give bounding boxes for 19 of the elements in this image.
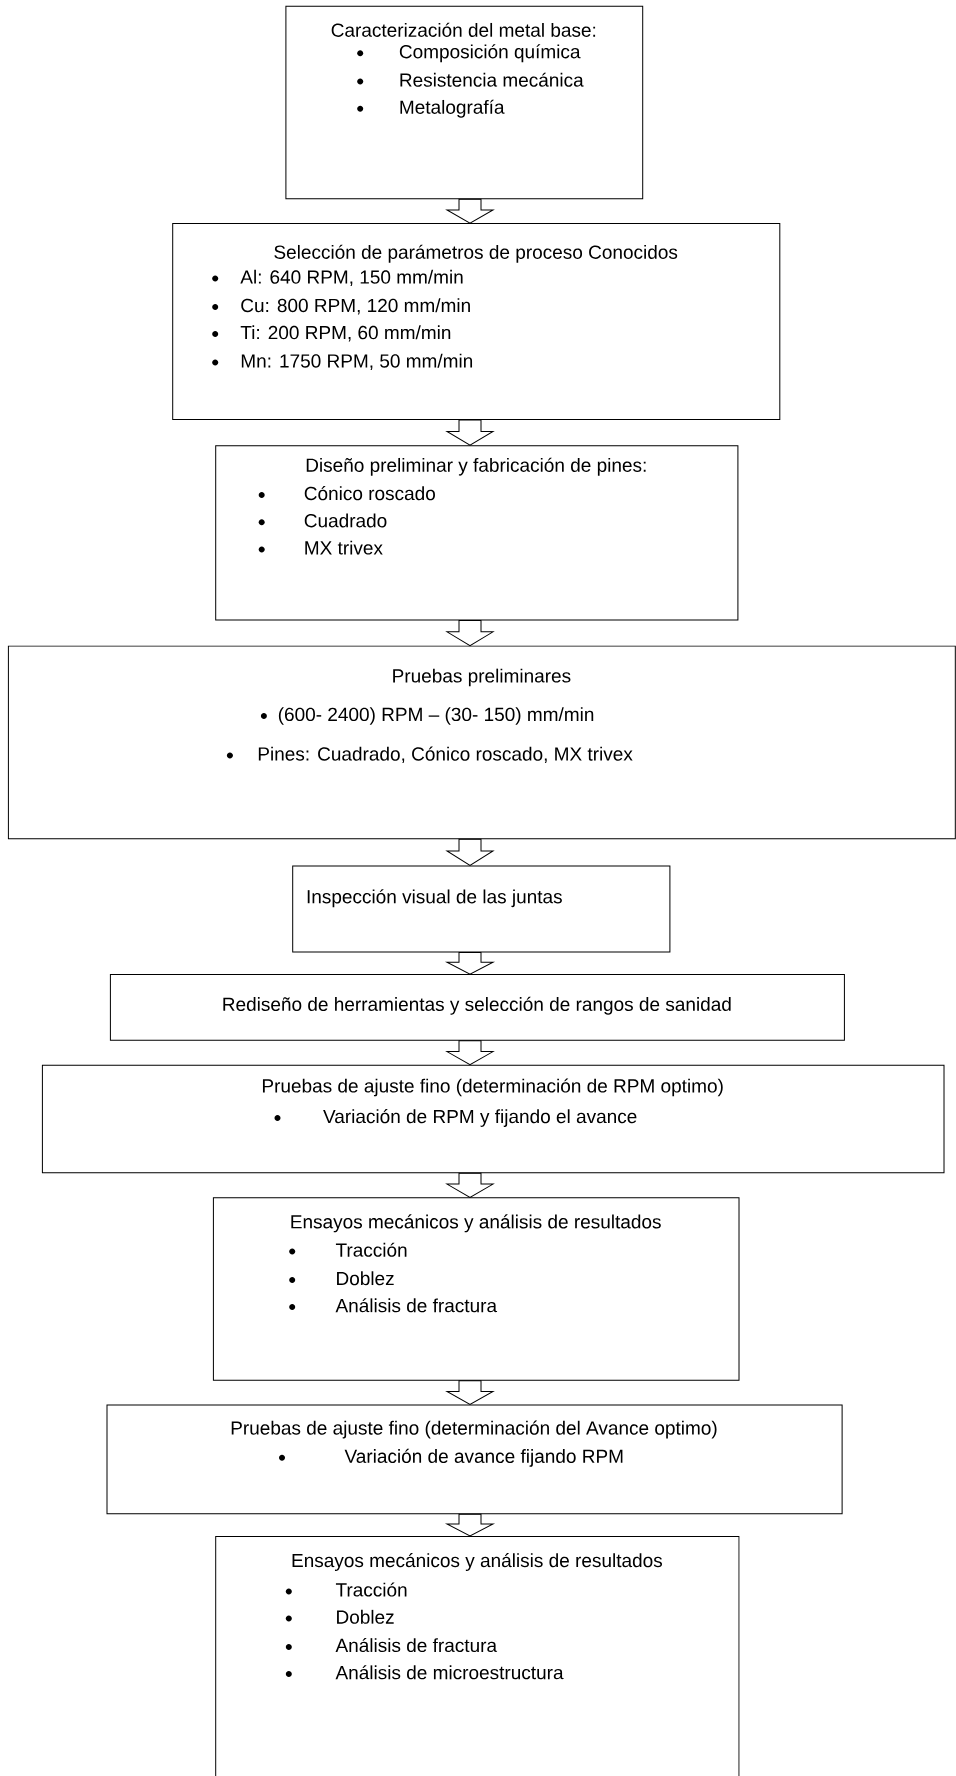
block-arrow [446,419,494,446]
process-box: Pruebas de ajuste fino (determinación del Avance optimo) Variación de avance fijando RPM [106,1404,843,1515]
block-arrow [446,838,494,866]
block-arrow [446,1172,494,1198]
process-box: Ensayos mecánicos y análisis de resultados Tracción Doblez Análisis de fractura [212,1197,740,1381]
process-box: Ensayos mecánicos y análisis de resultados Tracción Doblez Análisis de fractura Análisis de microestructura [215,1535,740,1776]
process-box: Rediseño de herramientas y selección de rangos de sanidad [109,974,845,1041]
block-arrow [446,620,494,647]
block-arrow [446,1513,494,1537]
process-box: Caracterización del metal base: Composición química Resistencia mecánica Metalografía [285,5,644,200]
process-box: Pruebas preliminares (600- 2400) RPM – (30- 150) mm/min Pines: Cuadrado, Cónico roscado, MX trivex [7,645,956,840]
process-box: Diseño preliminar y fabricación de pines: Cónico roscado Cuadrado MX trivex [215,445,739,621]
process-box: Selección de parámetros de proceso Conocidos Al: 640 RPM, 150 mm/min Cu: 800 RPM, 120 mm/min Ti: 200 RPM, 60 mm/min Mn: 1750 RPM, 50 mm/min [172,223,781,421]
process-box: Inspección visual de las juntas [292,865,671,953]
block-arrow [446,1040,494,1066]
block-arrow [446,1380,494,1405]
process-box: Pruebas de ajuste fino (determinación de RPM optimo) Variación de RPM y fijando el avance [41,1064,945,1174]
block-arrow [446,952,494,975]
block-arrow [446,198,494,224]
